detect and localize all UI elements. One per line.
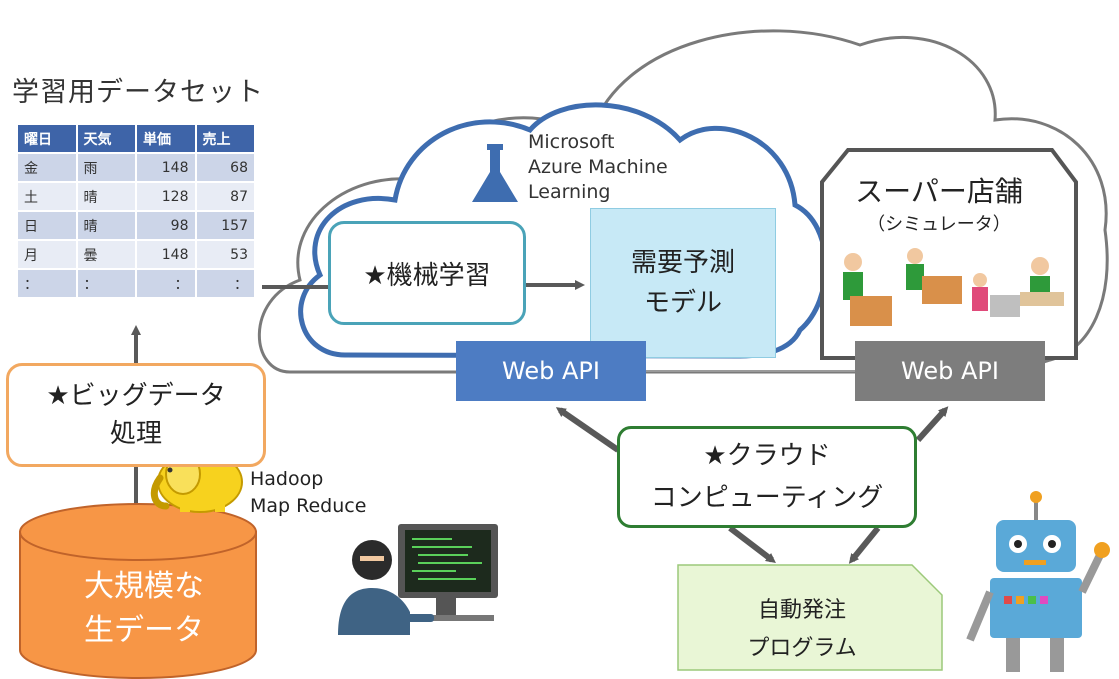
cell-price: 148 bbox=[137, 154, 195, 181]
bigdata-box: ★ビッグデータ 処理 bbox=[6, 363, 266, 467]
cloud-computing-box: ★クラウド コンピューティング bbox=[617, 426, 917, 528]
cell-weather: 曇 bbox=[77, 241, 135, 268]
hadoop-label: Hadoop Map Reduce bbox=[250, 468, 367, 517]
table-row: 日 晴 98 157 bbox=[18, 212, 254, 239]
cell-sales: 87 bbox=[196, 183, 254, 210]
cell-price: 148 bbox=[137, 241, 195, 268]
program-label: 自動発注 プログラム bbox=[747, 598, 857, 661]
table-header-row: 曜日 天気 単価 売上 bbox=[18, 125, 254, 152]
table-row: 月 曇 148 53 bbox=[18, 241, 254, 268]
to-webapi-right-arrow bbox=[915, 406, 949, 443]
web-api-right-label: Web API bbox=[901, 357, 999, 385]
cell-weather: 晴 bbox=[77, 183, 135, 210]
cell-weekday: ： bbox=[18, 270, 76, 297]
supermarket-subtitle: （シミュレータ） bbox=[867, 214, 1011, 235]
bigdata-label: ★ビッグデータ 処理 bbox=[46, 381, 226, 449]
header-weekday: 曜日 bbox=[18, 125, 76, 152]
to-program-left-arrow bbox=[728, 525, 776, 564]
cell-weather: ： bbox=[77, 270, 135, 297]
to-program-right-arrow bbox=[848, 526, 881, 564]
cell-sales: ： bbox=[196, 270, 254, 297]
database-label: 大規模な 生データ bbox=[84, 569, 204, 648]
flask-icon bbox=[472, 144, 518, 202]
database-cylinder bbox=[19, 503, 257, 679]
header-weather: 天気 bbox=[77, 125, 135, 152]
azure-service-label: Microsoft Azure Machine Learning bbox=[528, 131, 668, 203]
cell-price: 98 bbox=[137, 212, 195, 239]
table-row: 土 晴 128 87 bbox=[18, 183, 254, 210]
web-api-left: Web API bbox=[456, 341, 646, 401]
cell-weather: 晴 bbox=[77, 212, 135, 239]
cell-sales: 157 bbox=[196, 212, 254, 239]
table-row: 金 雨 148 68 bbox=[18, 154, 254, 181]
web-api-right: Web API bbox=[855, 341, 1045, 401]
demand-model-box: 需要予測 モデル bbox=[590, 208, 776, 358]
machine-learning-label: ★機械学習 bbox=[363, 260, 491, 291]
program-document bbox=[677, 564, 943, 671]
cell-sales: 68 bbox=[196, 154, 254, 181]
header-price: 単価 bbox=[137, 125, 195, 152]
cell-weather: 雨 bbox=[77, 154, 135, 181]
web-api-left-label: Web API bbox=[502, 357, 600, 385]
cell-price: ： bbox=[137, 270, 195, 297]
cell-weekday: 金 bbox=[18, 154, 76, 181]
cell-sales: 53 bbox=[196, 241, 254, 268]
dataset-table: 曜日 天気 単価 売上 金 雨 148 68 土 晴 128 87 日 晴 98… bbox=[16, 123, 256, 299]
to-webapi-left-arrow bbox=[555, 407, 620, 453]
dataset-title: 学習用データセット bbox=[12, 77, 264, 108]
table-row: ： ： ： ： bbox=[18, 270, 254, 297]
demand-model-label: 需要予測 モデル bbox=[630, 248, 735, 318]
cell-price: 128 bbox=[137, 183, 195, 210]
cell-weekday: 日 bbox=[18, 212, 76, 239]
cell-weekday: 土 bbox=[18, 183, 76, 210]
cloud-computing-label: ★クラウド コンピューティング bbox=[650, 441, 884, 513]
cell-weekday: 月 bbox=[18, 241, 76, 268]
store-staff-icon bbox=[843, 248, 1064, 326]
supermarket-title: スーパー店舗 bbox=[855, 175, 1023, 208]
header-sales: 売上 bbox=[196, 125, 254, 152]
robot-icon bbox=[966, 491, 1110, 672]
programmer-icon bbox=[338, 524, 498, 635]
machine-learning-box: ★機械学習 bbox=[328, 221, 526, 325]
